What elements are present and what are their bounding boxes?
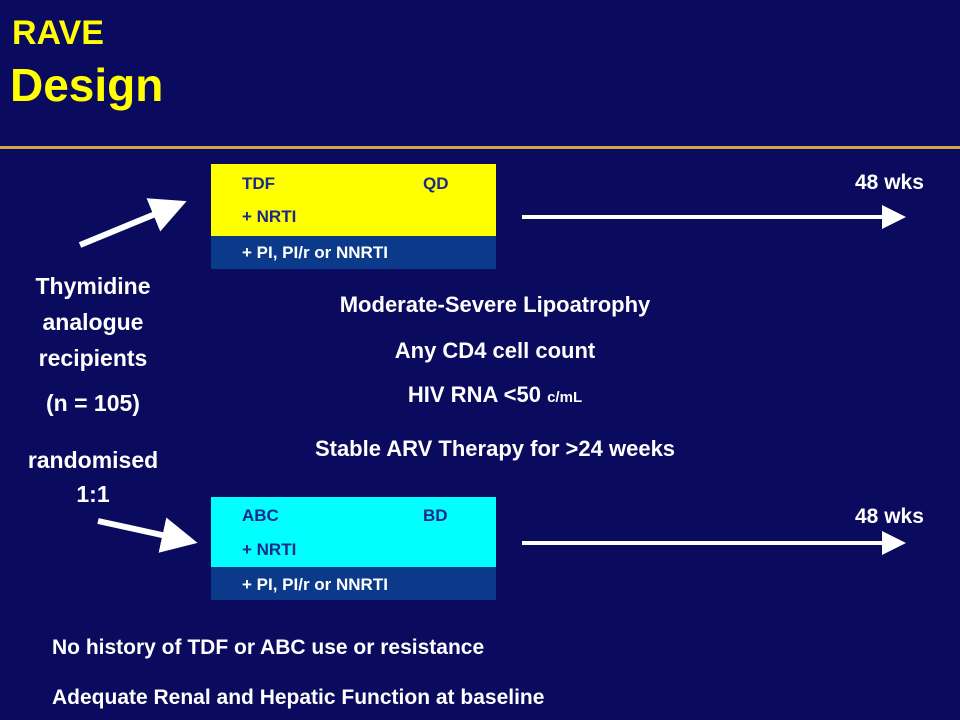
arm-abc-backbone-bar: + PI, PI/r or NNRTI (211, 567, 496, 600)
arm-tdf-duration: 48 wks (855, 171, 924, 194)
population-line-1: Thymidine (35, 273, 151, 299)
title-line-2: Design (10, 59, 164, 111)
title-line-1: RAVE (12, 14, 104, 52)
arm-tdf-backbone-bar: + PI, PI/r or NNRTI (211, 236, 496, 269)
arm-abc-regimen: ABC BD + NRTI (211, 497, 496, 567)
arm-abc-dose: BD (423, 506, 448, 525)
arm-tdf-nrti: + NRTI (242, 207, 297, 226)
arm-tdf-backbone: + PI, PI/r or NNRTI (242, 243, 388, 262)
randomise-arrow-up (78, 198, 187, 248)
arm-abc-nrti: + NRTI (242, 540, 297, 559)
arm-tdf-box: TDF QD + NRTI + PI, PI/r or NNRTI (211, 164, 496, 269)
criterion-hiv-rna: HIV RNA <50 c/mL (0, 382, 960, 408)
arm-abc-duration: 48 wks (855, 505, 924, 528)
population-n: (n = 105) (46, 390, 140, 416)
title-divider (0, 146, 960, 149)
arm-tdf-drug: TDF (242, 174, 276, 193)
population-line-2: analogue (42, 309, 144, 335)
footer-line-2: Adequate Renal and Hepatic Function at b… (52, 686, 545, 709)
randomise-arrow-down (97, 517, 198, 553)
arm-abc-backbone: + PI, PI/r or NNRTI (242, 575, 388, 594)
population-line-3: recipients (38, 345, 148, 371)
arm-abc-drug: ABC (242, 506, 279, 525)
arm-abc-box: ABC BD + NRTI + PI, PI/r or NNRTI (211, 497, 496, 600)
arm-tdf-dose: QD (423, 174, 449, 193)
criterion-hiv-rna-value: HIV RNA <50 (407, 382, 541, 407)
randomisation-ratio: 1:1 (76, 481, 110, 507)
criterion-hiv-rna-unit: c/mL (547, 389, 583, 406)
randomisation-label: randomised 1:1 (8, 443, 178, 511)
footer-line-1: No history of TDF or ABC use or resistan… (52, 636, 485, 659)
arm-tdf-regimen: TDF QD + NRTI (211, 164, 496, 236)
criterion-cd4: Any CD4 cell count (394, 338, 596, 363)
criterion-lipoatrophy: Moderate-Severe Lipoatrophy (339, 292, 651, 317)
criterion-stable-arv: Stable ARV Therapy for >24 weeks (314, 436, 676, 461)
population-label: Thymidine analogue recipients (8, 268, 178, 376)
randomisation-word: randomised (27, 447, 159, 473)
